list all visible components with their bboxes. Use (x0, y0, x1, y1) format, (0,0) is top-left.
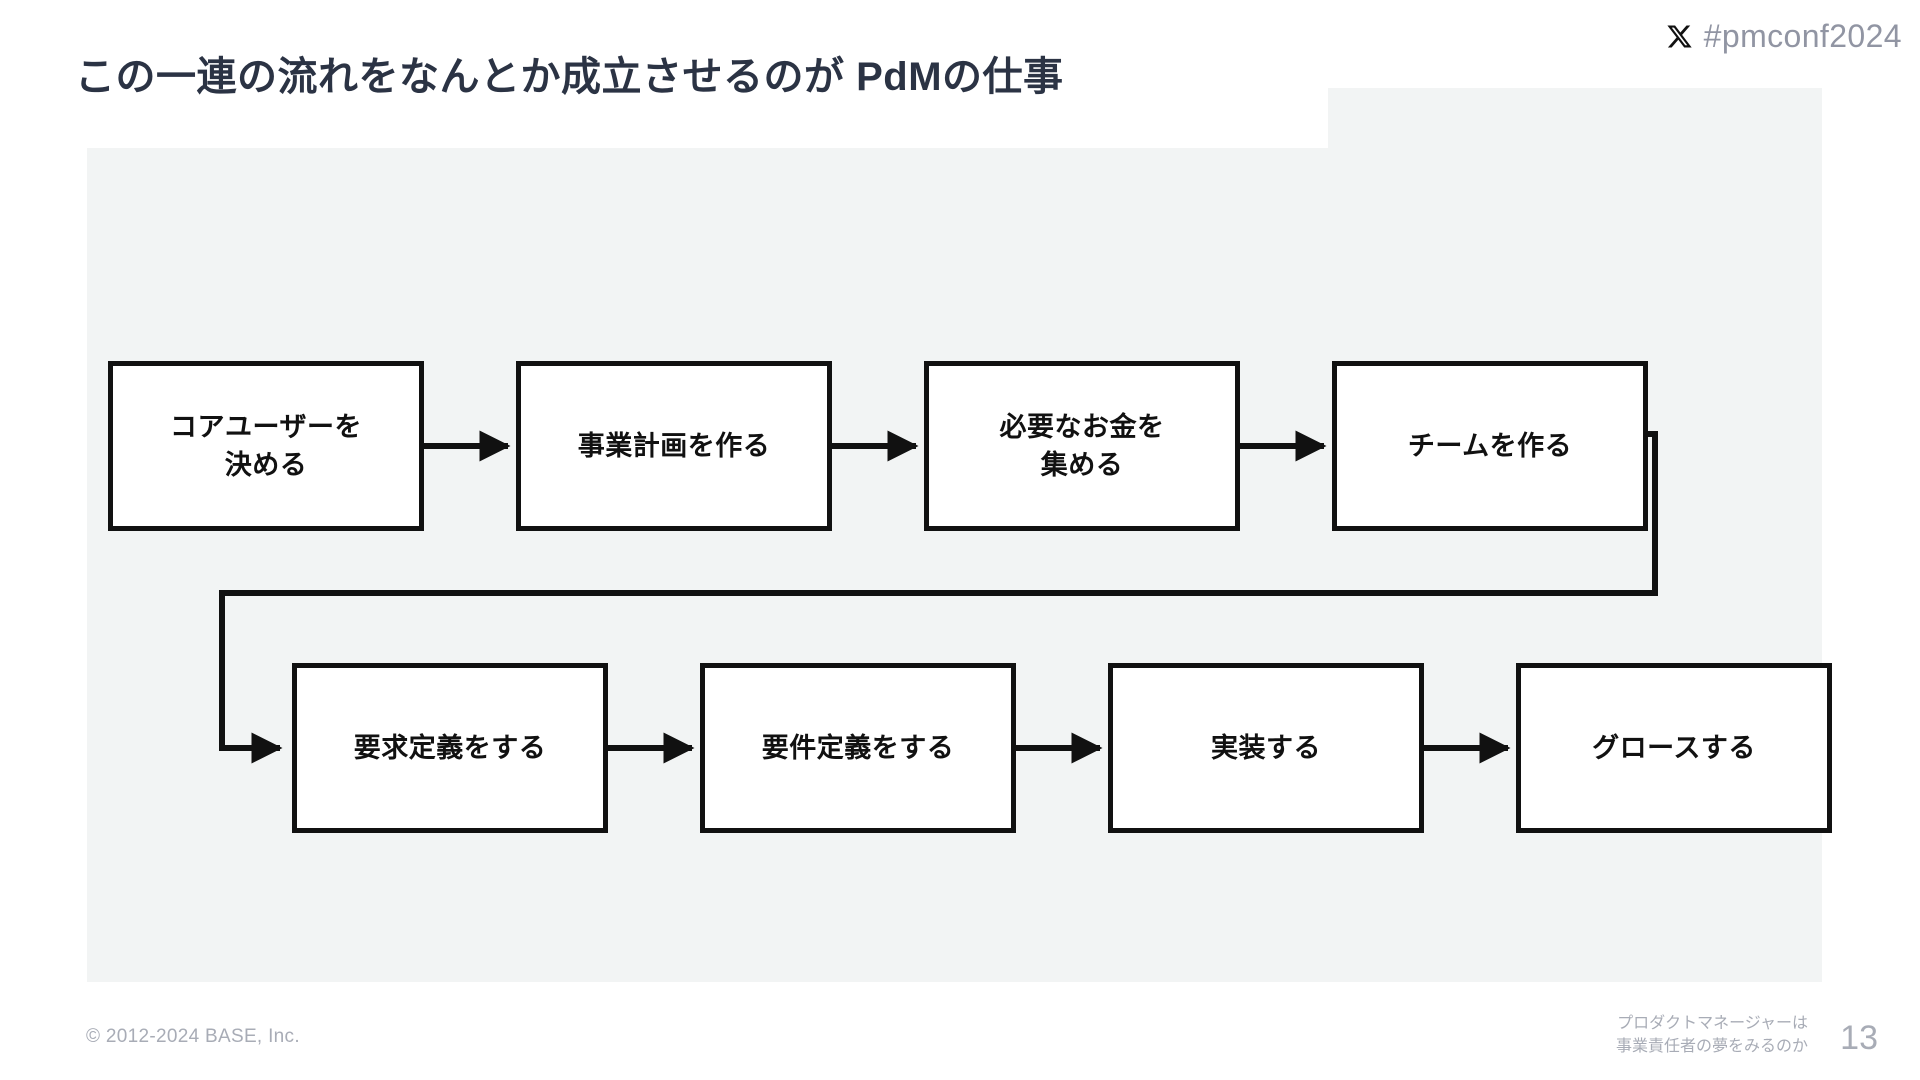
deck-title-footer: プロダクトマネージャーは 事業責任者の夢をみるのか (1616, 1012, 1808, 1058)
slide-title: この一連の流れをなんとか成立させるのが PdMの仕事 (75, 44, 1078, 102)
flow-node-business-plan-line1: 事業計画を作る (577, 430, 771, 461)
conference-hashtag: #pmconf2024 (1666, 20, 1902, 52)
content-panel (87, 148, 1822, 982)
flow-node-raise-money-line2: 集める (1040, 450, 1124, 480)
copyright-notice: © 2012-2024 BASE, Inc. (86, 1026, 300, 1047)
flow-node-core-user-line2: 決める (224, 450, 308, 480)
flow-node-growth[interactable]: グロースする (1516, 663, 1832, 833)
deck-title-line2: 事業責任者の夢をみるのか (1615, 1037, 1808, 1055)
flow-node-raise-money-line1: 必要なお金を (999, 411, 1165, 442)
flow-node-build-team[interactable]: チームを作る (1332, 361, 1648, 531)
flow-node-build-team-line1: チームを作る (1407, 430, 1573, 461)
flow-node-core-user-line1: コアユーザーを (170, 411, 362, 442)
flow-node-requirements-request-line1: 要求定義をする (353, 732, 547, 763)
flow-node-requirements-spec[interactable]: 要件定義をする (700, 663, 1016, 833)
flow-node-implement[interactable]: 実装する (1108, 663, 1424, 833)
flow-node-implement-line1: 実装する (1211, 732, 1321, 763)
flow-node-core-user[interactable]: コアユーザーを 決める (108, 361, 424, 531)
deck-title-line1: プロダクトマネージャーは (1617, 1014, 1808, 1032)
flow-node-requirements-spec-line1: 要件定義をする (761, 732, 955, 763)
content-panel-top-extension (1328, 88, 1822, 152)
flow-node-business-plan[interactable]: 事業計画を作る (516, 361, 832, 531)
flow-node-raise-money[interactable]: 必要なお金を 集める (924, 361, 1240, 531)
flow-node-requirements-request[interactable]: 要求定義をする (292, 663, 608, 833)
x-logo-icon (1666, 23, 1693, 50)
hashtag-label: #pmconf2024 (1703, 18, 1902, 54)
page-number: 13 (1840, 1019, 1878, 1057)
flow-node-growth-line1: グロースする (1592, 732, 1756, 763)
